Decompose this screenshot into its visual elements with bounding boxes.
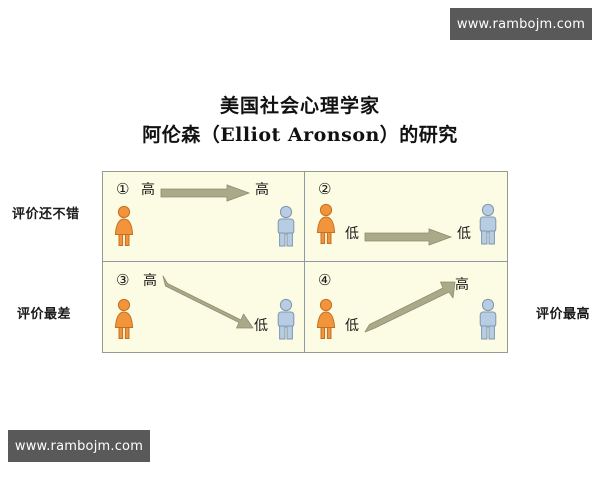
quadrant-3-arrow-icon (161, 275, 254, 332)
quadrant-2-male-figure (477, 203, 499, 245)
quadrant-4-female-figure (315, 298, 337, 340)
quadrant-4-start-level: 低 (345, 318, 359, 334)
quadrant-index-1: ① (116, 180, 130, 198)
quadrant-3-start-level: 高 (143, 273, 157, 289)
quadrant-1-male-figure (275, 205, 297, 247)
quadrant-1-arrow-icon (160, 184, 251, 202)
quadrant-1-female-figure (113, 205, 135, 247)
quadrant-4-arrow-icon (363, 280, 456, 334)
title-line-2: 阿伦森（Elliot Aronson）的研究 (142, 124, 458, 146)
quadrant-grid: ① 高 高 ② 低 (102, 171, 508, 353)
quadrant-3-end-level: 低 (254, 318, 268, 334)
quadrant-index-3: ③ (116, 271, 130, 289)
quadrant-index-2: ② (318, 180, 332, 198)
side-label-right-bottom: 评价最高 (535, 307, 590, 322)
quadrant-index-4: ④ (318, 271, 332, 289)
title-line-1: 美国社会心理学家 (219, 95, 380, 117)
quadrant-1-start-level: 高 (141, 182, 155, 198)
quadrant-3-female-figure (113, 298, 135, 340)
quadrant-cell-2: ② 低 低 (305, 172, 507, 262)
side-label-left-top: 评价还不错 (12, 207, 80, 222)
quadrant-4-end-level: 高 (455, 277, 469, 293)
side-label-left-bottom: 评价最差 (17, 307, 72, 322)
quadrant-2-arrow-icon (364, 228, 453, 246)
watermark-bottom-left: www.rambojm.com (8, 430, 150, 462)
quadrant-2-female-figure (315, 203, 337, 245)
page-title: 美国社会心理学家 阿伦森（Elliot Aronson）的研究 (0, 93, 600, 149)
quadrant-cell-1: ① 高 高 (103, 172, 305, 262)
quadrant-4-male-figure (477, 298, 499, 340)
quadrant-2-end-level: 低 (457, 226, 471, 242)
quadrant-1-end-level: 高 (255, 182, 269, 198)
quadrant-cell-4: ④ 低 高 (305, 262, 507, 352)
quadrant-3-male-figure (275, 298, 297, 340)
watermark-top-right: www.rambojm.com (450, 8, 592, 40)
quadrant-cell-3: ③ 高 低 (103, 262, 305, 352)
quadrant-2-start-level: 低 (345, 226, 359, 242)
